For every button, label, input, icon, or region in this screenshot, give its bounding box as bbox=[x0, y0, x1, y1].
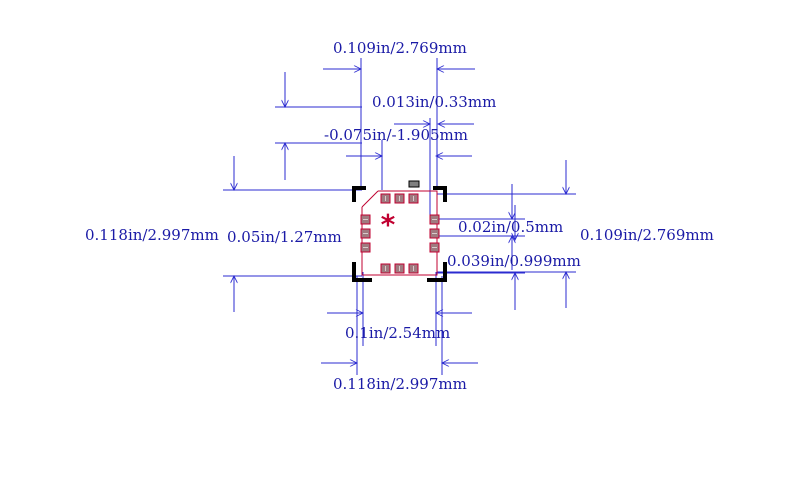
label-pad-offset: -0.075in/-1.905mm bbox=[324, 126, 468, 144]
outline-corner-top-right bbox=[433, 186, 447, 202]
outline-corner-top-left bbox=[352, 186, 366, 202]
label-bottom-width: 0.118in/2.997mm bbox=[333, 375, 467, 393]
pads bbox=[360, 193, 440, 274]
label-left-height: 0.118in/2.997mm bbox=[85, 226, 219, 244]
outline-corner-bottom-right bbox=[427, 262, 447, 282]
dimension-lines bbox=[223, 58, 576, 375]
label-top-width: 0.109in/2.769mm bbox=[333, 39, 467, 57]
courtyard bbox=[361, 190, 438, 276]
label-right-height: 0.109in/2.769mm bbox=[580, 226, 714, 244]
label-pad-pitch: 0.02in/0.5mm bbox=[458, 218, 563, 236]
dimension-labels: 0.109in/2.769mm 0.013in/0.33mm -0.075in/… bbox=[85, 39, 714, 393]
label-left-span: 0.05in/1.27mm bbox=[227, 228, 342, 246]
pad-inner-marks bbox=[363, 196, 437, 271]
label-pad-width: 0.013in/0.33mm bbox=[372, 93, 496, 111]
label-bottom-span: 0.1in/2.54mm bbox=[345, 324, 450, 342]
orientation-marker bbox=[408, 180, 420, 188]
package-outline bbox=[352, 186, 447, 282]
outline-corner-bottom-left bbox=[352, 262, 372, 282]
pin1-marker: * bbox=[381, 208, 396, 241]
label-pad-length: 0.039in/0.999mm bbox=[447, 252, 581, 270]
